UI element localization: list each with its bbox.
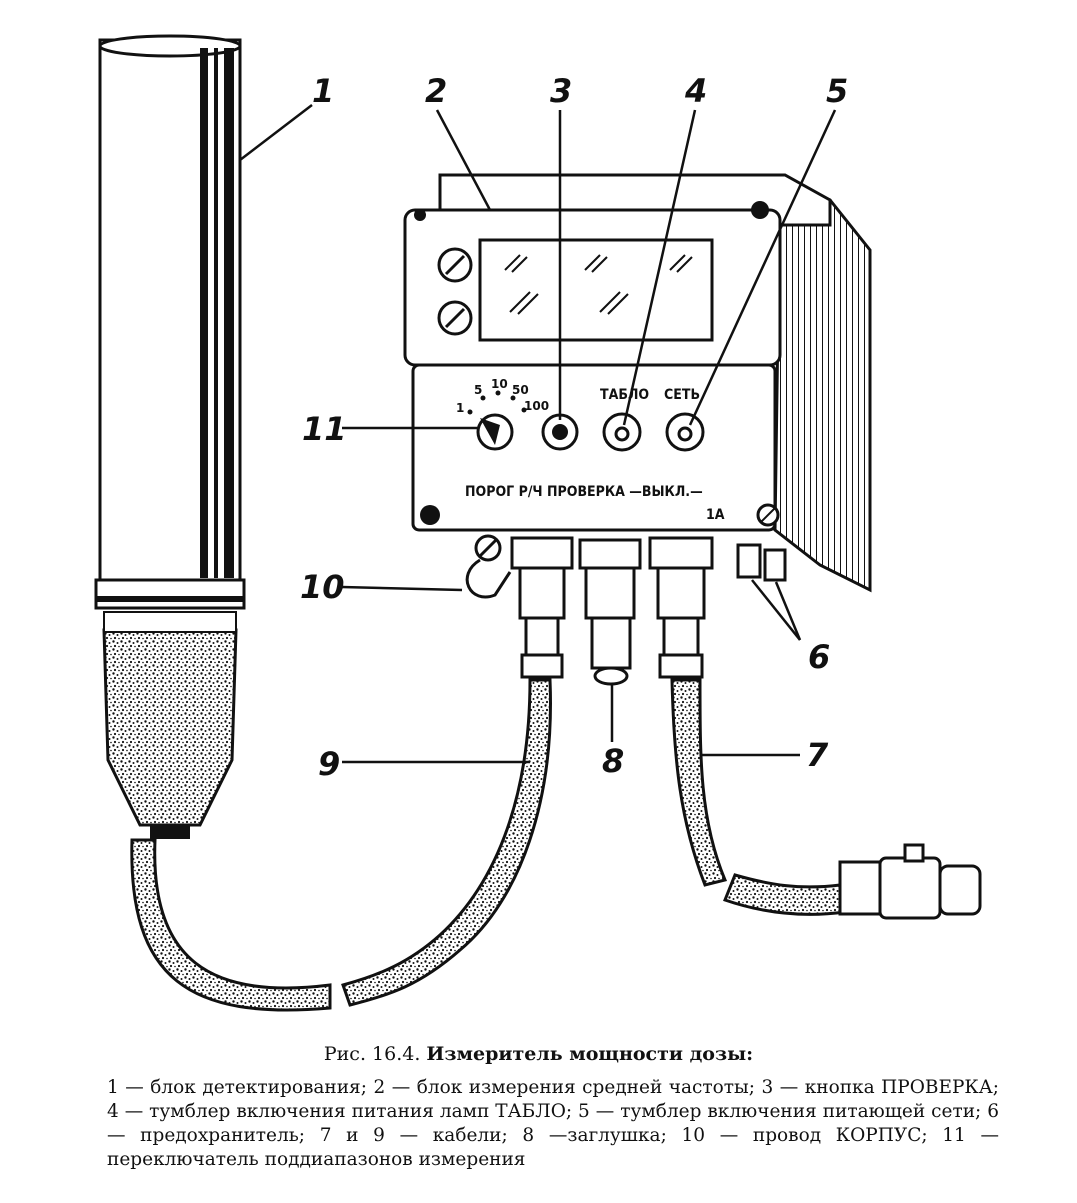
- scale-label-10: 10: [491, 377, 508, 391]
- cable-7-plug: [838, 843, 982, 920]
- callout-4: 4: [684, 72, 707, 110]
- check-button: [541, 413, 579, 451]
- cable-7-end: [723, 873, 847, 916]
- caption-prefix: Рис. 16.4.: [323, 1043, 421, 1065]
- callout-5: 5: [826, 72, 848, 110]
- scale-label-1: 1: [456, 401, 464, 415]
- panel-label-set: СЕТЬ: [664, 387, 700, 403]
- cable-9: [341, 678, 552, 1007]
- figure-legend: 1 — блок детектирования; 2 — блок измере…: [107, 1077, 999, 1170]
- detector-unit: [94, 34, 246, 839]
- callout-10: 10: [300, 568, 345, 606]
- leader-lines: [239, 104, 837, 764]
- callout-3: 3: [550, 72, 572, 110]
- tablo-toggle: [602, 412, 642, 452]
- callout-7: 7: [806, 736, 829, 774]
- mains-toggle: [665, 412, 705, 452]
- panel-label-fuse: 1А: [706, 507, 725, 523]
- callout-6: 6: [808, 638, 830, 676]
- callout-2: 2: [425, 72, 447, 110]
- caption-title: Измеритель мощности дозы:: [426, 1043, 754, 1065]
- ground-wire: [465, 534, 512, 599]
- figure-caption: Рис. 16.4. Измеритель мощности дозы:: [0, 1043, 1077, 1065]
- connector-left: [510, 536, 574, 679]
- panel-label-tablo: ТАБЛО: [600, 387, 649, 403]
- connector-middle: [578, 538, 642, 686]
- range-switch: [467, 390, 527, 451]
- callout-9: 9: [318, 745, 340, 783]
- dose-rate-meter-illustration: 1 5 10 50 100 ТАБЛО СЕТЬ ПОРОГ Р/Ч ПРОВЕ…: [94, 34, 982, 1012]
- callout-1: 1: [312, 72, 334, 110]
- callout-8: 8: [602, 742, 624, 780]
- measurement-block: [403, 173, 872, 593]
- scale-label-50: 50: [512, 383, 529, 397]
- fuses: [736, 543, 787, 582]
- panel-label-bottom: ПОРОГ Р/Ч ПРОВЕРКА —ВЫКЛ.—: [465, 484, 703, 500]
- scale-label-5: 5: [474, 383, 482, 397]
- callout-11: 11: [302, 410, 347, 448]
- connector-right: [648, 536, 714, 679]
- cable-7: [670, 678, 728, 887]
- detector-cable: [130, 838, 332, 1012]
- scale-label-100: 100: [524, 399, 549, 413]
